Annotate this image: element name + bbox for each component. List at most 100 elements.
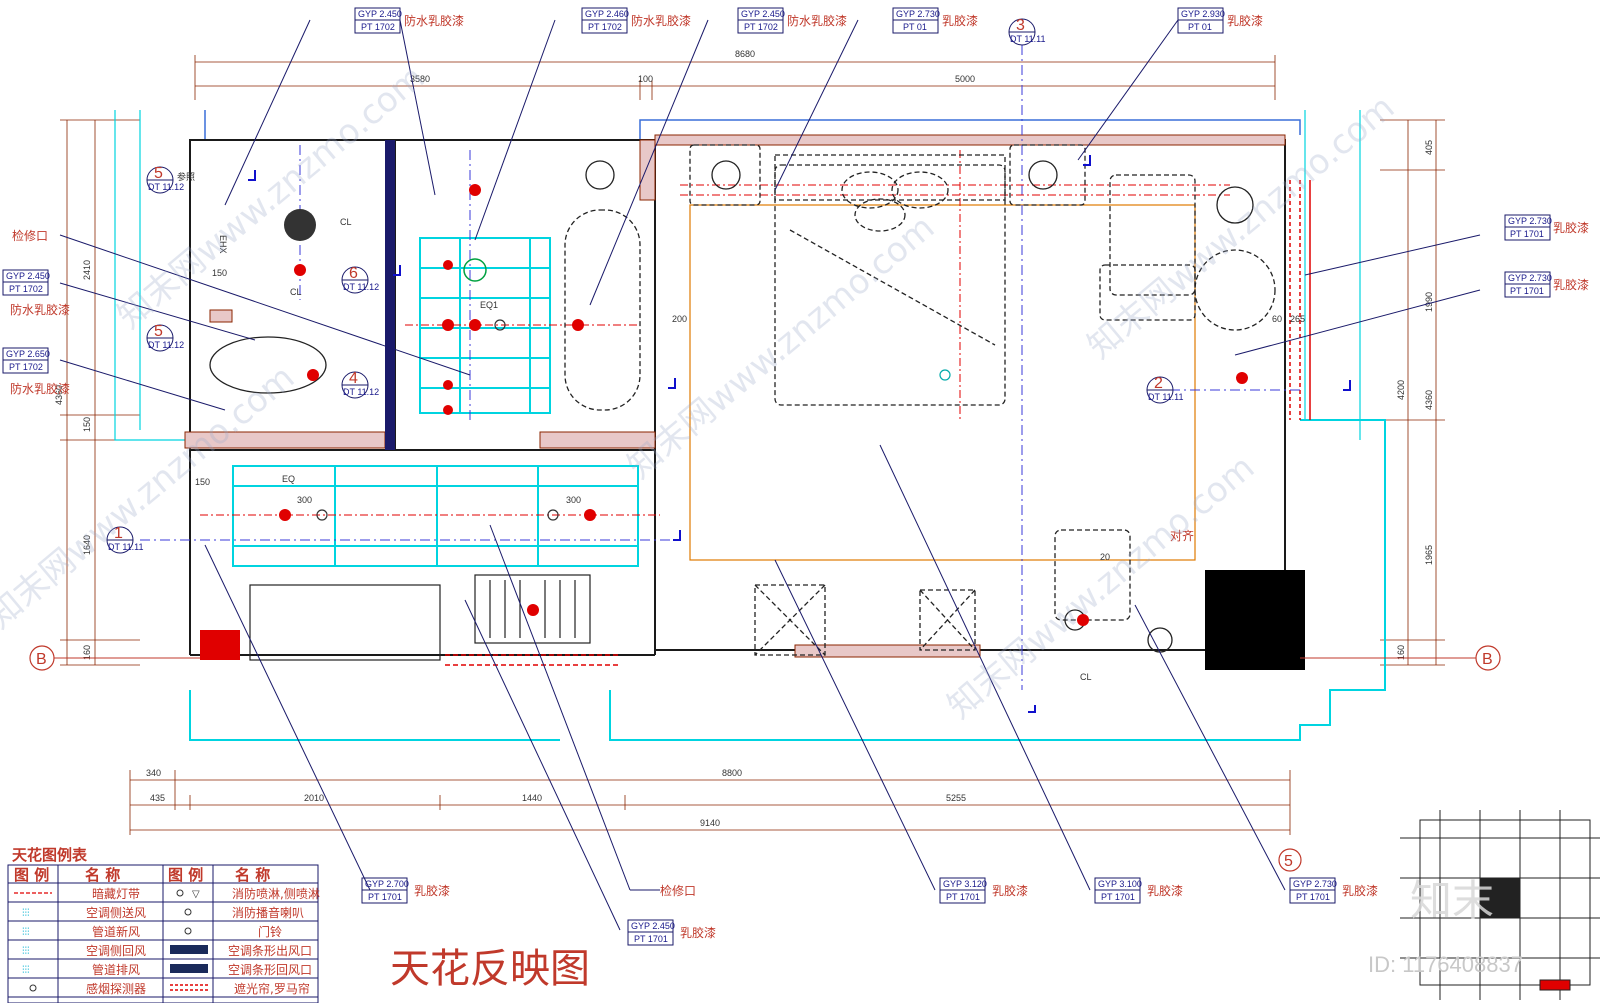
legend-symbol-smoke [29, 984, 37, 992]
ceiling-tag-5: GYP 2.450 PT 1702 防水乳胶漆 [2, 269, 70, 317]
tag-note: 乳胶漆 [680, 925, 716, 940]
tag-note: 乳胶漆 [942, 13, 978, 28]
cl-mark-3: CL [1080, 672, 1092, 682]
legend-row-right: 消防播音喇叭 [232, 905, 304, 920]
legend-row-right: 空调条形回风口 [228, 963, 312, 977]
tag-note: 防水乳胶漆 [404, 13, 464, 28]
dim-left-2: 150 [82, 417, 92, 432]
tag-note: 防水乳胶漆 [10, 381, 70, 396]
section-ref-word: 参照 [177, 171, 195, 182]
tag-pt: PT 1701 [1296, 892, 1330, 902]
section-ticks [248, 155, 1351, 713]
legend-row-left: 感烟探测器 [86, 981, 146, 996]
grid-axis-b-right: B [1300, 645, 1501, 671]
electrical-panel [200, 630, 240, 660]
tag-pt: PT 1701 [1510, 286, 1544, 296]
dim-right-3: 4200 [1396, 380, 1406, 400]
dim-bottom-6: 5255 [946, 793, 966, 803]
tv-cabinet [1205, 570, 1305, 670]
legend-table [7, 864, 319, 1003]
dim-left-3: 1640 [82, 535, 92, 555]
legend-header-2: 名 称 [85, 866, 120, 884]
legend-row-left: 暗藏灯带 [92, 886, 140, 901]
toilet [209, 336, 327, 394]
legend-title: 天花图例表 [12, 846, 88, 864]
dim-bottom-4: 2010 [304, 793, 324, 803]
legend-symbol-sprinkler-side: ▽ [192, 889, 200, 900]
right-dimensions [1380, 119, 1445, 666]
tag-pt: PT 1702 [361, 22, 395, 32]
tag-pt: PT 1701 [946, 892, 980, 902]
tag-pt: PT 1701 [368, 892, 402, 902]
section-num: 5 [154, 323, 163, 340]
grid-b-text: B [1482, 651, 1493, 668]
cove-light-outline [689, 204, 1196, 561]
dim-bottom-3: 435 [150, 793, 165, 803]
watermark-4: 知末网www.znzmo.com [1080, 87, 1402, 366]
section-mark-5: 2 DT 11.11 [1146, 375, 1184, 404]
align-note: 对齐 [1170, 528, 1194, 543]
legend-row-right: 门铃 [258, 924, 282, 939]
tag-note: 乳胶漆 [1147, 883, 1183, 898]
ceiling-tag-11: GYP 3.120 PT 1701 乳胶漆 [939, 877, 1028, 904]
red-center-lines [200, 150, 1230, 516]
drawing-title: 天花反映图 [390, 946, 590, 992]
section-mark-6: 3 DT 11.11 [1008, 17, 1046, 46]
curtain-lines [445, 180, 1311, 666]
dim-right-4: 4360 [1424, 390, 1434, 410]
legend-symbol-doorbell [184, 927, 192, 935]
dim-inner-200: 200 [672, 314, 687, 324]
tag-gyp: GYP 2.450 [358, 9, 402, 19]
tag-note: 乳胶漆 [1227, 13, 1263, 28]
section-ref: DT 11.12 [148, 182, 184, 192]
grid-axis-b-left: B [29, 645, 200, 671]
legend-symbol-exhaust: ⫶⫶⫶ [22, 965, 30, 976]
legend-symbol-linear-supply [170, 945, 208, 954]
dim-left-5: 4360 [54, 385, 64, 405]
side-table [1194, 249, 1276, 331]
tag-pt: PT 01 [1188, 22, 1212, 32]
dim-inner-150b: 150 [195, 477, 210, 487]
section-mark-1: 6 DT 11.12 [341, 265, 379, 294]
ceiling-tag-12: GYP 3.100 PT 1701 乳胶漆 [1094, 877, 1183, 904]
legend-row-left: 管道排风 [92, 962, 140, 977]
section-ref: DT 11.11 [1148, 392, 1184, 402]
section-ref: DT 11.11 [108, 542, 144, 552]
dim-bottom-1: 340 [146, 768, 161, 778]
tag-gyp: GYP 3.100 [1098, 879, 1142, 889]
dim-top-total: 8680 [735, 49, 755, 59]
legend-symbol-linear-return [170, 964, 208, 973]
ceiling-tag-2: GYP 2.450 PT 1702 防水乳胶漆 [737, 7, 847, 34]
ceiling-tag-3: GYP 2.730 PT 01 乳胶漆 [892, 7, 978, 34]
ceiling-tag-13: GYP 2.730 PT 1701 乳胶漆 [1289, 877, 1378, 904]
tag-pt: PT 1701 [1510, 229, 1544, 239]
section-ref: DT 11.12 [343, 282, 379, 292]
return-grille [474, 574, 591, 644]
section-num: 4 [349, 370, 358, 387]
hatched-walls [184, 134, 1286, 658]
watermark-3: 知末网www.znzmo.com [620, 207, 942, 486]
tag-gyp: GYP 2.450 [741, 9, 785, 19]
tag-gyp: GYP 2.730 [1508, 216, 1552, 226]
ceiling-tag-4: GYP 2.930 PT 01 乳胶漆 [1177, 7, 1263, 34]
dim-top-mid: 100 [638, 74, 653, 84]
legend-symbol-speaker [184, 908, 192, 916]
dim-right-6: 160 [1396, 645, 1406, 660]
tag-note: 防水乳胶漆 [631, 13, 691, 28]
dim-right-2: 1990 [1424, 292, 1434, 312]
ceiling-tag-10: GYP 2.450 PT 1701 乳胶漆 [627, 919, 716, 946]
smoke-detectors [316, 319, 951, 521]
tag-gyp: GYP 2.730 [896, 9, 940, 19]
legend-row-right: 空调条形出风口 [228, 944, 312, 958]
legend-symbol-fresh: ⫶⫶⫶ [22, 927, 30, 938]
section-mark-2: 5 DT 11.12 [146, 323, 184, 352]
ceiling-tag-7: GYP 2.730 PT 1701 乳胶漆 [1504, 214, 1589, 241]
tag-note: 乳胶漆 [1553, 277, 1589, 292]
tag-gyp: GYP 2.730 [1293, 879, 1337, 889]
dim-inner-300a: 300 [297, 495, 312, 505]
tag-pt: PT 1702 [9, 362, 43, 372]
tag-note: 乳胶漆 [1553, 220, 1589, 235]
legend-row-left: 空调侧回风 [86, 944, 146, 958]
section-ref: DT 11.12 [148, 340, 184, 350]
tag-pt: PT 1702 [588, 22, 622, 32]
